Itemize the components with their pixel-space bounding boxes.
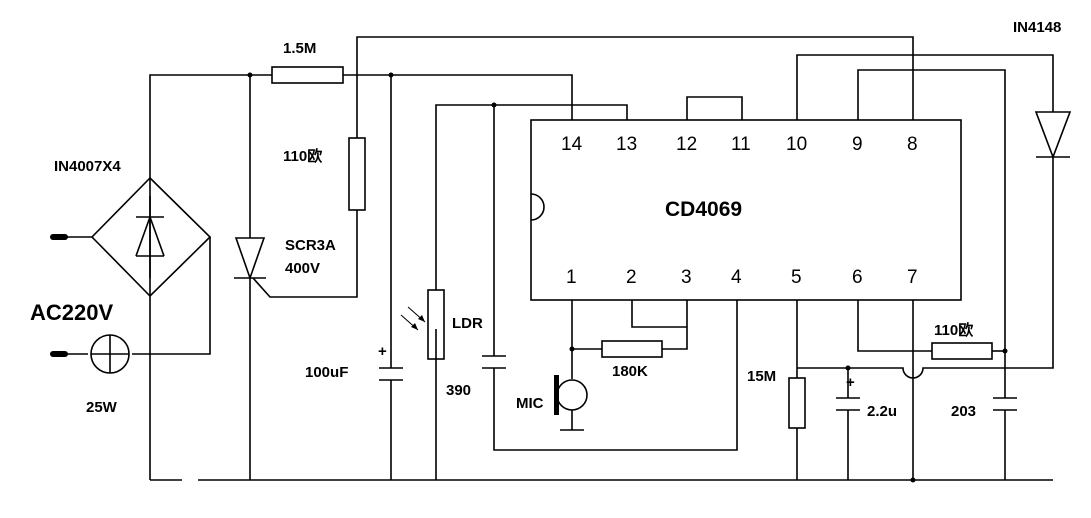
capacitor-100uf: + 100uF bbox=[305, 343, 403, 381]
pin-11: 11 bbox=[731, 134, 751, 155]
resistor-15m: 15M bbox=[747, 368, 806, 429]
pin-6: 6 bbox=[852, 267, 863, 288]
capacitor-100uf-label: 100uF bbox=[305, 364, 348, 381]
pin-8: 8 bbox=[907, 134, 918, 155]
bridge-label: IN4007X4 bbox=[54, 158, 121, 175]
pin-7: 7 bbox=[907, 267, 918, 288]
wires bbox=[56, 36, 1054, 481]
microphone: MIC bbox=[516, 375, 588, 415]
ldr: LDR bbox=[400, 289, 483, 360]
pin-12: 12 bbox=[676, 134, 697, 155]
junctions bbox=[247, 72, 1008, 483]
bridge-rectifier: IN4007X4 bbox=[54, 158, 212, 298]
capacitor-203: 203 bbox=[951, 397, 1017, 420]
pin-14: 14 bbox=[561, 134, 583, 155]
pin-4: 4 bbox=[731, 267, 742, 288]
pin-1: 1 bbox=[566, 267, 577, 288]
resistor-1-5m-label: 1.5M bbox=[283, 40, 316, 57]
scr-voltage-label: 400V bbox=[285, 260, 320, 277]
pin-2: 2 bbox=[626, 267, 637, 288]
pin-9: 9 bbox=[852, 134, 863, 155]
resistor-15m-label: 15M bbox=[747, 368, 776, 385]
ic-name: CD4069 bbox=[665, 198, 742, 221]
capacitor-390-label: 390 bbox=[446, 382, 471, 399]
capacitor-2-2u: + 2.2u bbox=[836, 374, 897, 420]
resistor-110-top: 110欧 bbox=[283, 137, 366, 211]
ic-cd4069: CD4069 14 13 12 11 10 9 8 1 2 3 4 5 6 7 bbox=[530, 119, 962, 301]
lamp-label: 25W bbox=[86, 399, 118, 416]
pin-10: 10 bbox=[786, 134, 807, 155]
pin-13: 13 bbox=[616, 134, 637, 155]
capacitor-390: 390 bbox=[446, 355, 506, 399]
resistor-110-right-label: 110欧 bbox=[934, 321, 973, 339]
capacitor-2-2u-label: 2.2u bbox=[867, 403, 897, 420]
capacitor-2-2u-plus: + bbox=[846, 374, 855, 391]
pin-3: 3 bbox=[681, 267, 692, 288]
resistor-180k: 180K bbox=[601, 340, 663, 380]
resistor-1-5m: 1.5M bbox=[271, 40, 344, 84]
diode-in4148-label: IN4148 bbox=[1013, 19, 1061, 36]
scr-label: SCR3A bbox=[285, 237, 336, 254]
resistor-110-top-label: 110欧 bbox=[283, 147, 322, 165]
lamp-25w: 25W bbox=[86, 334, 130, 416]
capacitor-203-label: 203 bbox=[951, 403, 976, 420]
capacitor-100uf-plus: + bbox=[378, 343, 387, 360]
resistor-180k-label: 180K bbox=[612, 363, 648, 380]
pin-5: 5 bbox=[791, 267, 802, 288]
diode-in4148: IN4148 bbox=[1013, 19, 1072, 160]
microphone-label: MIC bbox=[516, 395, 544, 412]
ac-terminals: AC220V bbox=[30, 234, 113, 357]
ldr-label: LDR bbox=[452, 315, 483, 332]
resistor-110-right: 110欧 bbox=[931, 321, 993, 360]
scr-3a: SCR3A 400V bbox=[234, 237, 336, 281]
ac-label: AC220V bbox=[30, 300, 113, 325]
